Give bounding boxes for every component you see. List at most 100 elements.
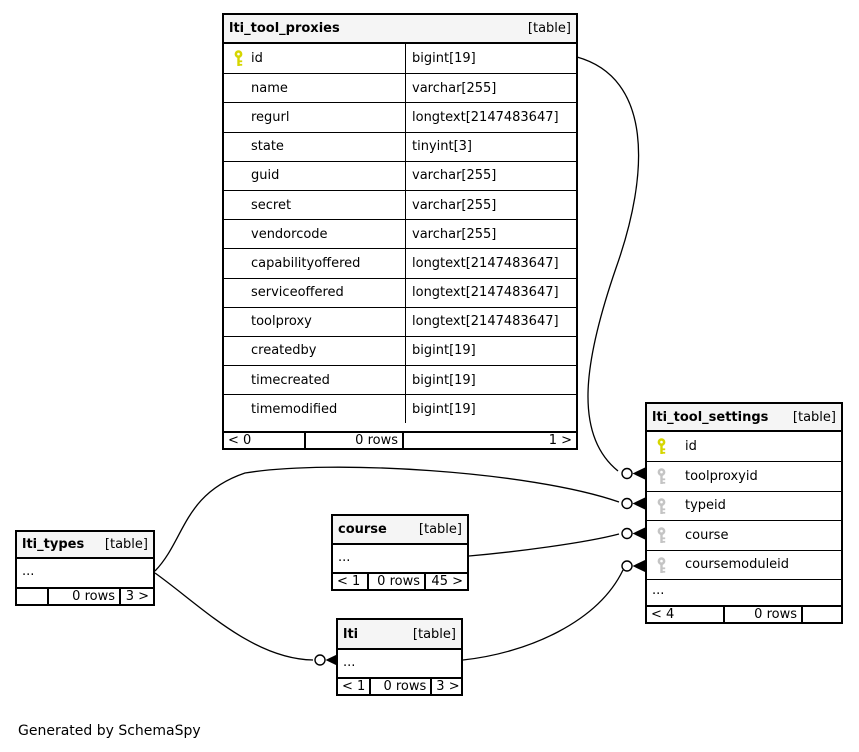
column-name: ...: [343, 654, 356, 670]
column-name: name: [251, 80, 288, 96]
footer-prev-count: < 0: [228, 433, 252, 448]
table-header: lti [table]: [338, 620, 461, 650]
footer-prev-count: < 1: [337, 574, 361, 589]
column-list: ...: [338, 650, 461, 677]
foreign-key-icon: [656, 497, 667, 515]
column-name: serviceoffered: [251, 285, 344, 301]
fk-arrowhead: [632, 467, 645, 480]
column-name: ...: [652, 583, 665, 599]
column-name: course: [685, 527, 729, 543]
zero-many-circle: [621, 467, 633, 480]
column-name: toolproxyid: [685, 469, 758, 485]
column-name: typeid: [685, 498, 726, 514]
table-type-badge: [table]: [412, 626, 456, 642]
column-row-secret: secret varchar[255]: [224, 189, 576, 220]
column-type: varchar[255]: [405, 190, 576, 220]
table-footer: < 1 0 rows 45 >: [333, 572, 467, 589]
table-title[interactable]: lti: [343, 626, 359, 642]
footer-prev-count: < 1: [342, 679, 366, 694]
column-name: id: [251, 51, 263, 67]
column-type: bigint[19]: [405, 336, 576, 366]
table-course[interactable]: course [table] ... < 1 0 rows 45 >: [331, 514, 469, 591]
column-type: longtext[2147483647]: [405, 249, 576, 278]
table-header: lti_types [table]: [17, 532, 153, 559]
column-row-serviceoffered: serviceoffered longtext[2147483647]: [224, 277, 576, 307]
column-type: longtext[2147483647]: [405, 307, 576, 336]
foreign-key-icon: [656, 468, 667, 485]
table-lti-tool-proxies[interactable]: lti_tool_proxies [table] id bigint[19] n…: [222, 13, 578, 450]
table-lti[interactable]: lti [table] ... < 1 0 rows 3 >: [336, 618, 463, 696]
table-title[interactable]: course: [338, 522, 387, 537]
column-type: varchar[255]: [405, 220, 576, 249]
footer-next-count: 1 >: [402, 433, 576, 448]
column-type: tinyint[3]: [405, 132, 576, 161]
footer-prev-count: < 4: [651, 607, 675, 622]
column-name: state: [251, 139, 284, 155]
column-list: ...: [333, 545, 467, 572]
footer-row-count: 0 rows: [723, 607, 801, 622]
column-type: varchar[255]: [405, 74, 576, 103]
table-title[interactable]: lti_types: [22, 537, 85, 552]
column-row-coursemoduleid: coursemoduleid: [647, 549, 841, 579]
column-list: ...: [17, 559, 153, 587]
column-name: vendorcode: [251, 226, 328, 242]
table-type-badge: [table]: [792, 409, 836, 425]
generated-by-note: Generated by SchemaSpy: [18, 723, 201, 739]
column-row-timemodified: timemodified bigint[19]: [224, 394, 576, 424]
table-title[interactable]: lti_tool_proxies: [229, 21, 340, 36]
column-row-name: name varchar[255]: [224, 73, 576, 103]
column-row-toolproxyid: toolproxyid: [647, 461, 841, 490]
column-row-toolproxy: toolproxy longtext[2147483647]: [224, 306, 576, 336]
footer-prev-count: [17, 589, 47, 604]
column-type: bigint[19]: [405, 44, 576, 74]
column-name: coursemoduleid: [685, 557, 790, 573]
column-name: timecreated: [251, 372, 330, 388]
column-name: id: [685, 439, 697, 455]
fk-arrowhead: [632, 560, 645, 572]
column-row-course: course: [647, 520, 841, 549]
relationship-line-course: [468, 533, 620, 557]
columns-ellipsis-row: ...: [647, 578, 841, 602]
primary-key-icon: [233, 50, 244, 67]
fk-arrowhead: [632, 497, 645, 510]
table-type-badge: [table]: [527, 21, 571, 36]
primary-key-icon: [656, 438, 667, 455]
column-type: longtext[2147483647]: [405, 103, 576, 132]
table-header: lti_tool_proxies [table]: [224, 15, 576, 44]
footer-row-count: 0 rows: [47, 589, 119, 604]
column-name: createdby: [251, 343, 317, 359]
column-name: timemodified: [251, 401, 338, 417]
table-type-badge: [table]: [104, 537, 148, 552]
foreign-key-icon: [656, 556, 667, 574]
column-row-vendorcode: vendorcode varchar[255]: [224, 219, 576, 249]
column-list: id toolproxyid typeid course: [647, 432, 841, 605]
relationship-line-lti-typeid: [154, 572, 314, 661]
column-row-id: id: [647, 432, 841, 461]
footer-row-count: 0 rows: [304, 433, 402, 448]
column-name: ...: [22, 563, 35, 579]
column-row-timecreated: timecreated bigint[19]: [224, 365, 576, 395]
zero-many-circle: [314, 654, 326, 666]
footer-next-count: 3 >: [430, 679, 463, 694]
fk-arrowhead: [632, 527, 645, 540]
column-name: regurl: [251, 109, 290, 125]
table-title[interactable]: lti_tool_settings: [652, 409, 769, 425]
column-row-capabilityoffered: capabilityoffered longtext[2147483647]: [224, 248, 576, 278]
table-lti-types[interactable]: lti_types [table] ... 0 rows 3 >: [15, 530, 155, 606]
column-row-state: state tinyint[3]: [224, 131, 576, 161]
table-footer: < 1 0 rows 3 >: [338, 677, 461, 694]
columns-ellipsis-row: ...: [338, 650, 461, 674]
column-row-guid: guid varchar[255]: [224, 160, 576, 190]
footer-next-count: 45 >: [424, 574, 467, 589]
column-name: toolproxy: [251, 314, 312, 330]
column-row-createdby: createdby bigint[19]: [224, 335, 576, 366]
relationship-line-toolproxyid: [576, 56, 640, 472]
column-name: capabilityoffered: [251, 255, 361, 271]
table-lti-tool-settings[interactable]: lti_tool_settings [table] id toolproxyid: [645, 402, 843, 624]
column-name: secret: [251, 197, 292, 213]
column-name: guid: [251, 168, 280, 184]
relationship-line-coursemoduleid: [462, 569, 624, 661]
column-name: ...: [338, 549, 351, 565]
table-type-badge: [table]: [418, 522, 462, 537]
